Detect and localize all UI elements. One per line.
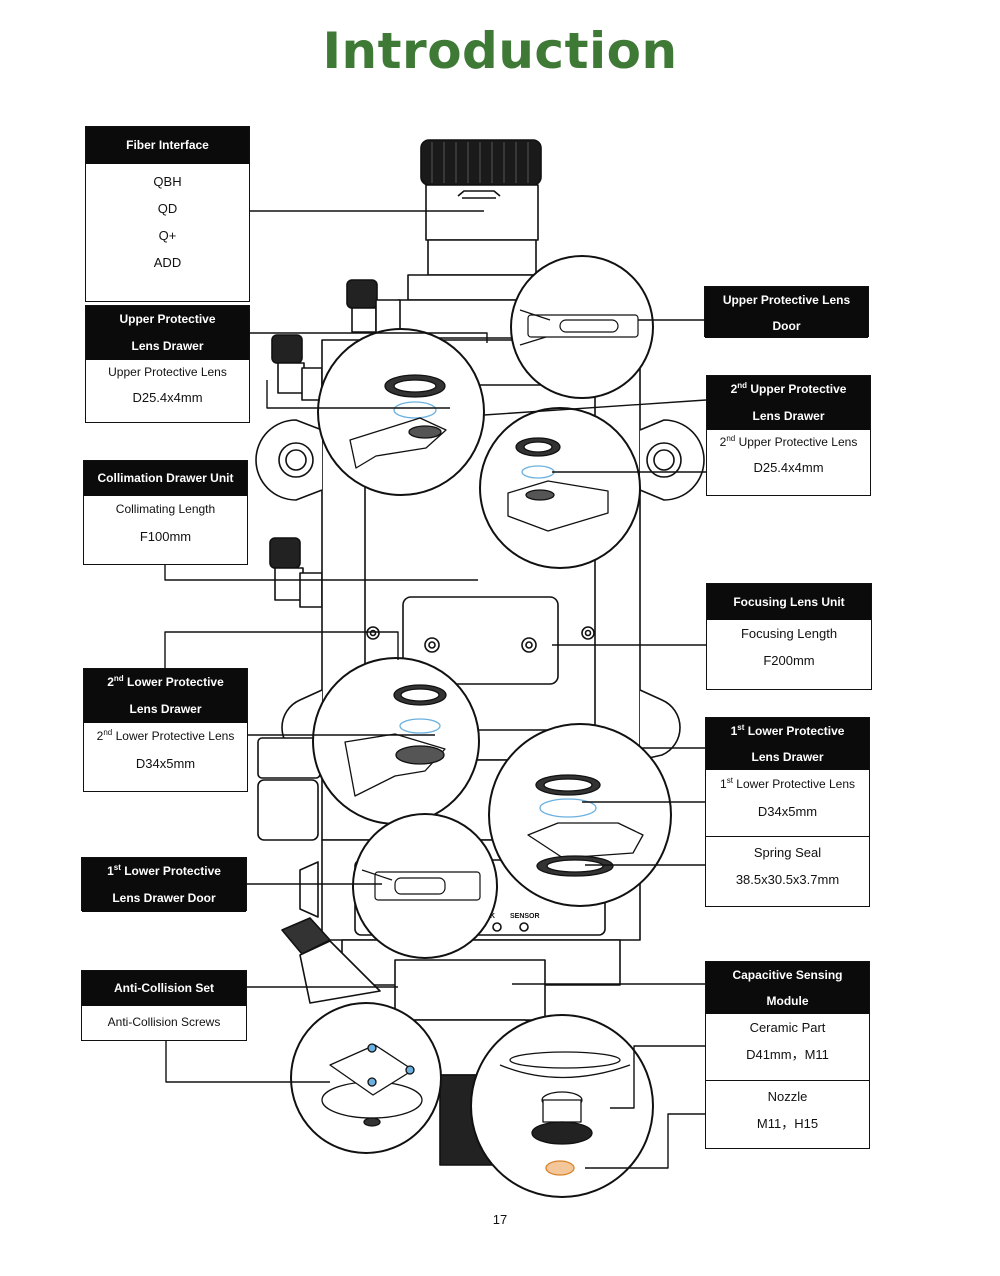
anti-collision-screws: Anti-Collision Screws [107, 1015, 221, 1029]
box-header: Fiber Interface [86, 127, 249, 164]
spring-seal-label: Spring Seal [753, 845, 822, 860]
fiber-type-add: ADD [153, 255, 182, 270]
box-upper-protective-lens-drawer: Upper Protective Lens Drawer Upper Prote… [85, 305, 250, 423]
box-2nd-lower-protective-lens-drawer: 2nd Lower Protective Lens Drawer 2nd Low… [83, 668, 248, 792]
box-fiber-interface: Fiber Interface QBH QD Q+ ADD [85, 126, 250, 302]
box-1st-lower-protective-lens-drawer-door: 1st Lower Protective Lens Drawer Door [81, 857, 247, 912]
lens-name: 2nd Upper Protective Lens [719, 434, 858, 450]
box-header: Focusing Lens Unit [707, 584, 871, 620]
fiber-connector [397, 139, 569, 339]
box-capacitive-sensing-module: Capacitive Sensing Module Ceramic Part D… [705, 961, 870, 1149]
air-fittings [269, 279, 401, 608]
nozzle-label: Nozzle [767, 1089, 808, 1104]
box-header: 2nd Lower Protective Lens Drawer [84, 669, 247, 723]
collimating-length-label: Collimating Length [115, 502, 216, 516]
fiber-type-qplus: Q+ [158, 228, 177, 243]
leader-lines [164, 210, 707, 1169]
detail-circle-lower1-drawer [488, 723, 672, 907]
page-title: Introduction [322, 22, 678, 80]
box-header: Upper Protective Lens Drawer [86, 306, 249, 360]
lens-size: D34x5mm [757, 804, 818, 819]
ceramic-part-size: D41mm，M11 [746, 1047, 829, 1062]
nozzle-size: M11，H15 [756, 1116, 819, 1131]
fiber-type-qbh: QBH [153, 174, 182, 189]
page-number: 17 [492, 1212, 508, 1227]
detail-circle-upper-drawer [317, 328, 485, 496]
lens-size: D34x5mm [135, 756, 196, 771]
led-label-sensor: SENSOR [510, 913, 540, 920]
box-header: 2nd Upper Protective Lens Drawer [707, 376, 870, 430]
box-header: Capacitive Sensing Module [706, 962, 869, 1014]
focusing-length-label: Focusing Length [740, 626, 838, 641]
box-anti-collision-set: Anti-Collision Set Anti-Collision Screws [81, 970, 247, 1041]
led-label-k: K [490, 913, 495, 920]
box-header: 1st Lower Protective Lens Drawer Door [82, 858, 246, 912]
ceramic-part-label: Ceramic Part [749, 1020, 826, 1035]
box-header: Collimation Drawer Unit [84, 461, 247, 496]
collimating-length-value: F100mm [139, 529, 192, 544]
lens-name: 1st Lower Protective Lens [720, 776, 855, 792]
box-header: Upper Protective Lens Door [705, 287, 868, 338]
box-header: Anti-Collision Set [82, 971, 246, 1006]
lens-name: Upper Protective Lens [108, 365, 227, 379]
box-header: 1st Lower Protective Lens Drawer [706, 718, 869, 770]
box-focusing-lens-unit: Focusing Lens Unit Focusing Length F200m… [706, 583, 872, 690]
spring-seal-size: 38.5x30.5x3.7mm [735, 872, 840, 887]
lens-size: D25.4x4mm [753, 460, 824, 475]
focusing-length-value: F200mm [763, 653, 815, 668]
lens-size: D25.4x4mm [132, 390, 203, 405]
fiber-type-qd: QD [157, 201, 178, 216]
lens-name: 2nd Lower Protective Lens [96, 728, 235, 744]
box-collimation-drawer-unit: Collimation Drawer Unit Collimating Leng… [83, 460, 248, 565]
box-2nd-upper-protective-lens-drawer: 2nd Upper Protective Lens Drawer 2nd Upp… [706, 375, 871, 496]
box-1st-lower-protective-lens-drawer: 1st Lower Protective Lens Drawer 1st Low… [705, 717, 870, 907]
box-upper-protective-lens-door: Upper Protective Lens Door [704, 286, 869, 338]
